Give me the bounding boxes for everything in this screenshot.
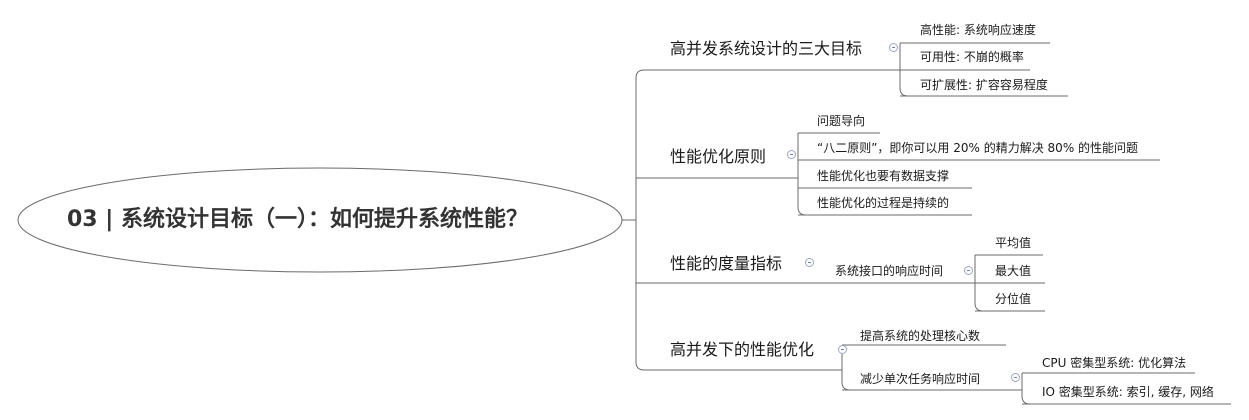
trunk-line xyxy=(635,69,645,371)
leaf-scalability[interactable]: 可扩展性: 扩容容易程度 xyxy=(920,78,1048,92)
root-title: 03 | 系统设计目标（一）：如何提升系统性能？ xyxy=(67,207,528,232)
collapse-toggle-icon[interactable] xyxy=(838,345,847,354)
leaf-io-bound[interactable]: IO 密集型系统: 索引, 缓存, 网络 xyxy=(1042,385,1214,399)
leaf-availability[interactable]: 可用性: 不崩的概率 xyxy=(920,50,1024,64)
collapse-toggle-icon[interactable] xyxy=(889,43,898,52)
leaf-pareto-principle[interactable]: “八二原则”，即你可以用 20% 的精力解决 80% 的性能问题 xyxy=(817,141,1139,155)
collapse-toggle-icon[interactable] xyxy=(964,266,973,275)
leaf-continuous-process[interactable]: 性能优化的过程是持续的 xyxy=(817,196,950,210)
branch-goals[interactable]: 高并发系统设计的三大目标 xyxy=(670,39,863,58)
leaf-maximum[interactable]: 最大值 xyxy=(995,264,1032,278)
branch-high-concurrency-optimization[interactable]: 高并发下的性能优化 xyxy=(670,340,815,359)
collapse-toggle-icon[interactable] xyxy=(1011,373,1020,382)
node-interface-response-time[interactable]: 系统接口的响应时间 xyxy=(835,264,944,278)
leaf-cpu-bound[interactable]: CPU 密集型系统: 优化算法 xyxy=(1042,356,1187,370)
collapse-toggle-icon[interactable] xyxy=(805,258,814,267)
branch-performance-metrics[interactable]: 性能的度量指标 xyxy=(670,254,783,273)
node-reduce-response-time[interactable]: 减少单次任务响应时间 xyxy=(860,372,981,386)
leaf-problem-oriented[interactable]: 问题导向 xyxy=(817,114,866,128)
leaf-increase-cores[interactable]: 提高系统的处理核心数 xyxy=(860,329,981,343)
branch-optimization-principles[interactable]: 性能优化原则 xyxy=(670,147,767,166)
leaf-data-support[interactable]: 性能优化也要有数据支撑 xyxy=(817,169,950,183)
leaf-average[interactable]: 平均值 xyxy=(995,236,1032,250)
leaf-percentile[interactable]: 分位值 xyxy=(995,292,1032,306)
collapse-toggle-icon[interactable] xyxy=(787,150,796,159)
leaf-high-performance[interactable]: 高性能: 系统响应速度 xyxy=(920,23,1036,37)
